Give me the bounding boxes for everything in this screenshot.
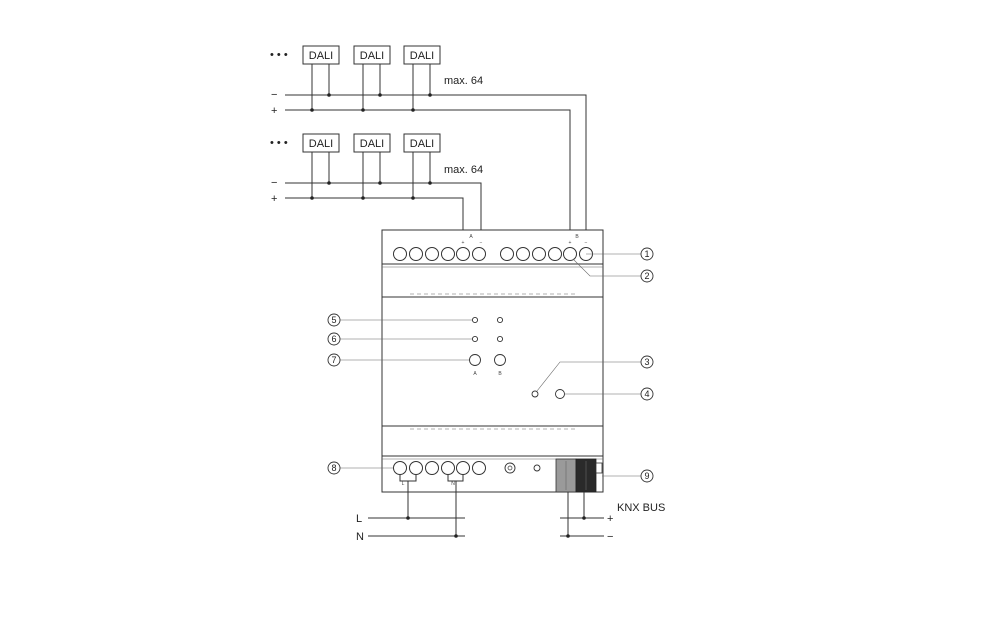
- knx-bus-connector: [555, 458, 603, 493]
- dali-device-middle-1: DALI: [302, 133, 340, 198]
- terminal-screw: [456, 461, 470, 475]
- terminal-screw-a-minus: [472, 247, 486, 261]
- channel-a-minus-label: −: [480, 240, 483, 246]
- knx-bus-wiring: KNX BUS + −: [560, 492, 665, 543]
- terminal-screw-b-plus: [563, 247, 577, 261]
- dali-group-top: • • • DALI DALI DALI max. 64 − +: [270, 45, 587, 231]
- top-plus-sign: +: [271, 105, 277, 117]
- led-a-status: [471, 316, 479, 324]
- callout-2-number: 2: [644, 271, 649, 281]
- terminal-block-bottom: L N: [393, 461, 541, 487]
- terminal-screw: [441, 247, 455, 261]
- callouts: 1 2 3 4 5 6 7 8 9: [327, 247, 654, 483]
- callout-9-number: 9: [644, 471, 649, 481]
- terminal-screw-l: [393, 461, 407, 475]
- terminal-screw: [425, 247, 439, 261]
- knx-plus-sign: +: [607, 513, 613, 525]
- terminal-screw: [500, 247, 514, 261]
- terminal-n-label: N: [451, 481, 455, 487]
- middle-minus-sign: −: [271, 177, 277, 189]
- knx-bus-label: KNX BUS: [617, 502, 665, 514]
- dali-group-middle: • • • DALI DALI DALI max. 64 − +: [270, 133, 483, 231]
- button-channel-a: [469, 354, 481, 366]
- callout-5-number: 5: [331, 315, 336, 325]
- led-b-status: [496, 316, 504, 324]
- button-a-label: A: [473, 371, 477, 377]
- callout-2-marker: [640, 269, 654, 283]
- callout-5-marker: [327, 313, 341, 327]
- callout-7-number: 7: [331, 355, 336, 365]
- top-bus-plus-line: [285, 109, 571, 231]
- gateway-housing: [381, 229, 604, 493]
- top-bus-minus-line: [285, 94, 587, 231]
- terminal-block-top: A B + − + −: [393, 234, 593, 261]
- callout-4-number: 4: [644, 389, 649, 399]
- programming-led: [531, 390, 539, 398]
- dali-device-label: DALI: [410, 138, 434, 150]
- button-b-label: B: [498, 371, 502, 377]
- callout-7-marker: [327, 353, 341, 367]
- middle-bus-minus-line: [285, 182, 482, 231]
- middle-plus-sign: +: [271, 193, 277, 205]
- channel-a-plus-label: +: [462, 240, 465, 246]
- middle-ellipsis: • • •: [270, 137, 288, 149]
- callout-6-marker: [327, 332, 341, 346]
- mains-l-label: L: [356, 513, 362, 525]
- dali-device-top-2: DALI: [353, 45, 391, 110]
- led-b-error: [496, 335, 504, 343]
- callout-4-marker: [640, 387, 654, 401]
- programming-button: [555, 389, 565, 399]
- dali-device-label: DALI: [309, 138, 333, 150]
- callout-3-marker: [640, 355, 654, 369]
- dali-device-label: DALI: [360, 50, 384, 62]
- front-panel-indicators: A B: [469, 316, 565, 399]
- callout-8-number: 8: [331, 463, 336, 473]
- terminal-l-label: L: [402, 481, 405, 487]
- terminal-screw: [548, 247, 562, 261]
- channel-b-minus-label: −: [585, 240, 588, 246]
- terminal-screw-n: [441, 461, 455, 475]
- callout-8-marker: [327, 461, 341, 475]
- channel-a-terminal-label: A: [469, 234, 473, 240]
- top-max-label: max. 64: [444, 75, 483, 87]
- top-minus-sign: −: [271, 89, 277, 101]
- terminal-screw: [472, 461, 486, 475]
- callout-6-number: 6: [331, 334, 336, 344]
- middle-bus-plus-line: [285, 197, 464, 231]
- callout-3-number: 3: [644, 357, 649, 367]
- knx-minus-sign: −: [607, 531, 613, 543]
- dali-device-label: DALI: [360, 138, 384, 150]
- terminal-screw: [409, 247, 423, 261]
- housing-outline: [381, 229, 604, 493]
- channel-b-plus-label: +: [569, 240, 572, 246]
- power-led: [533, 464, 541, 472]
- terminal-screw: [393, 247, 407, 261]
- callout-9-marker: [640, 469, 654, 483]
- callout-1-marker: [640, 247, 654, 261]
- terminal-screw: [516, 247, 530, 261]
- terminal-screw: [532, 247, 546, 261]
- dali-device-middle-2: DALI: [353, 133, 391, 198]
- dali-device-top-3: DALI: [403, 45, 441, 110]
- dali-device-middle-3: DALI: [403, 133, 441, 198]
- button-channel-b: [494, 354, 506, 366]
- mains-wiring: L N: [356, 481, 465, 543]
- terminal-screw-a-plus: [456, 247, 470, 261]
- terminal-screw: [425, 461, 439, 475]
- dali-device-label: DALI: [309, 50, 333, 62]
- mains-n-label: N: [356, 531, 364, 543]
- terminal-screw: [409, 461, 423, 475]
- top-ellipsis: • • •: [270, 49, 288, 61]
- middle-max-label: max. 64: [444, 164, 483, 176]
- dali-device-label: DALI: [410, 50, 434, 62]
- led-a-error: [471, 335, 479, 343]
- channel-b-terminal-label: B: [575, 234, 579, 240]
- dali-device-top-1: DALI: [302, 45, 340, 110]
- callout-1-number: 1: [644, 249, 649, 259]
